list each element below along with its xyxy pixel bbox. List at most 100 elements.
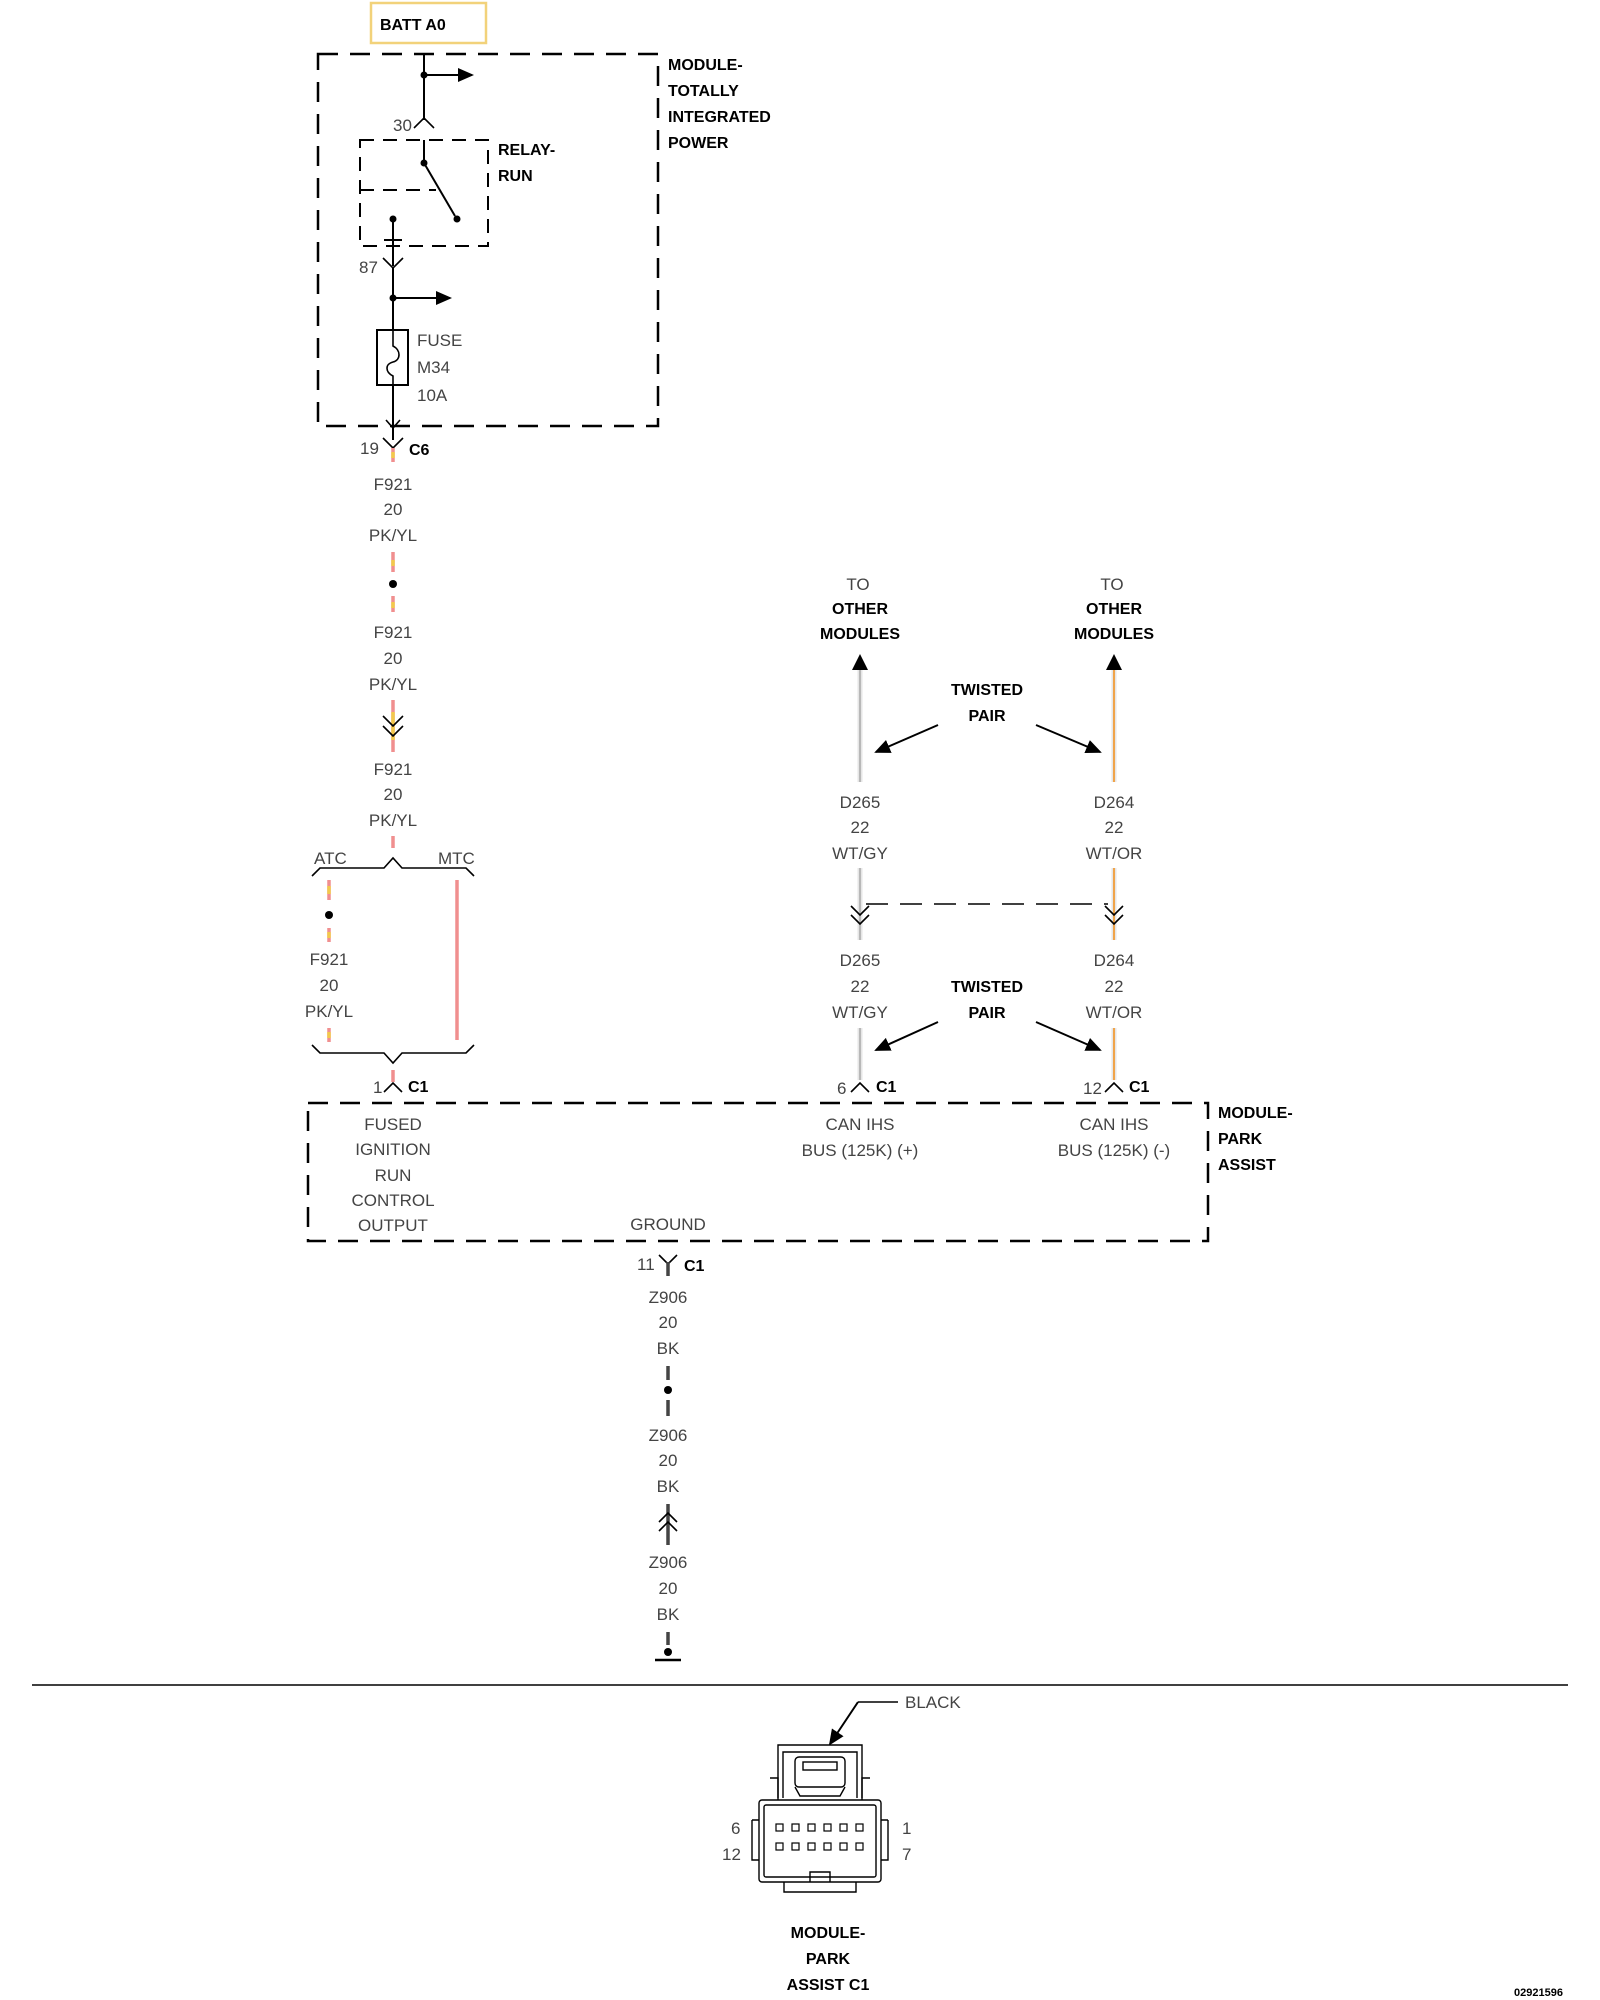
connector-c1-face-view: [751, 1744, 889, 1893]
wire-f921-atc-label: F921 20 PK/YL: [305, 950, 353, 1021]
svg-text:F921: F921: [310, 950, 349, 969]
connector-pin-1-label: 1: [902, 1819, 911, 1838]
wire-d265-label-bottom: D265 22 WT/GY: [832, 951, 888, 1022]
connector-color-label: BLACK: [905, 1693, 961, 1712]
svg-text:RUN: RUN: [375, 1166, 412, 1185]
svg-text:PAIR: PAIR: [968, 708, 1005, 725]
svg-text:22: 22: [1105, 818, 1124, 837]
svg-text:MODULES: MODULES: [820, 626, 900, 643]
wire-z906-segment-1: [664, 1366, 672, 1416]
wire-f921-atc: [325, 880, 333, 1042]
svg-text:ASSIST: ASSIST: [1218, 1157, 1276, 1174]
arrow-up-left: [852, 654, 868, 670]
svg-text:BK: BK: [657, 1339, 680, 1358]
figure-id: 02921596: [1514, 1987, 1563, 1999]
twisted-pointer-bottom-left: [874, 1021, 939, 1051]
c1-pin-6-terminal: [850, 1081, 870, 1093]
twisted-pointer-bottom-right: [1035, 1021, 1102, 1051]
svg-text:Z906: Z906: [649, 1553, 688, 1572]
svg-text:INTEGRATED: INTEGRATED: [668, 109, 771, 126]
batt-a0-label: BATT A0: [380, 17, 446, 34]
wire-f921-inline-connector: [382, 700, 404, 752]
connector-color-arrow: [828, 1701, 859, 1746]
to-other-modules-left: TO OTHER MODULES: [820, 575, 900, 643]
atc-label: ATC: [314, 849, 347, 868]
svg-text:CAN IHS: CAN IHS: [1080, 1115, 1149, 1134]
svg-text:OUTPUT: OUTPUT: [358, 1216, 428, 1235]
svg-text:CONTROL: CONTROL: [351, 1191, 434, 1210]
svg-text:POWER: POWER: [668, 135, 729, 152]
svg-text:ASSIST C1: ASSIST C1: [787, 1977, 870, 1994]
c1-pin-1-terminal: [383, 1081, 403, 1093]
svg-text:BK: BK: [657, 1477, 680, 1496]
svg-text:BUS (125K) (+): BUS (125K) (+): [802, 1141, 919, 1160]
svg-text:TWISTED: TWISTED: [951, 682, 1023, 699]
svg-text:MODULE-: MODULE-: [791, 1925, 866, 1942]
svg-text:IGNITION: IGNITION: [355, 1140, 431, 1159]
fuse-output-arrow: [385, 419, 401, 430]
svg-text:PK/YL: PK/YL: [369, 675, 417, 694]
svg-text:20: 20: [659, 1579, 678, 1598]
pin-30-label: 30: [393, 116, 412, 135]
svg-text:OTHER: OTHER: [832, 601, 888, 618]
svg-text:TWISTED: TWISTED: [951, 979, 1023, 996]
connector-pin-7-label: 7: [902, 1845, 911, 1864]
svg-text:D264: D264: [1094, 951, 1135, 970]
svg-text:TO: TO: [1100, 575, 1123, 594]
c1-pin-12-label: 12: [1083, 1079, 1102, 1098]
svg-text:PK/YL: PK/YL: [369, 526, 417, 545]
svg-text:20: 20: [384, 500, 403, 519]
splice-dot-f921: [389, 580, 397, 588]
svg-text:10A: 10A: [417, 386, 448, 405]
wire-z906-label-1: Z906 20 BK: [649, 1288, 688, 1358]
arrow-up-right: [1106, 654, 1122, 670]
svg-text:22: 22: [851, 818, 870, 837]
twisted-pair-label-top: TWISTED PAIR: [951, 682, 1023, 725]
svg-text:PARK: PARK: [806, 1951, 851, 1968]
c6-connector-label: C6: [409, 442, 430, 459]
svg-text:D265: D265: [840, 793, 881, 812]
svg-text:20: 20: [384, 785, 403, 804]
svg-text:WT/GY: WT/GY: [832, 1003, 888, 1022]
park-assist-module-boundary: [306, 1101, 1210, 1243]
ground-label: GROUND: [630, 1215, 706, 1234]
c1-pin-1-label: 1: [373, 1078, 382, 1097]
c1-connector-label-ground: C1: [684, 1258, 705, 1275]
svg-text:WT/OR: WT/OR: [1086, 844, 1143, 863]
svg-text:WT/OR: WT/OR: [1086, 1003, 1143, 1022]
tip-module-label: MODULE- TOTALLY INTEGRATED POWER: [668, 57, 771, 152]
svg-text:CAN IHS: CAN IHS: [826, 1115, 895, 1134]
can-minus-label: CAN IHS BUS (125K) (-): [1058, 1115, 1170, 1160]
svg-text:F921: F921: [374, 760, 413, 779]
c1-connector-label-can-plus: C1: [876, 1079, 897, 1096]
c1-pin-12-terminal: [1104, 1081, 1124, 1093]
svg-text:OTHER: OTHER: [1086, 601, 1142, 618]
tip-module-boundary: [316, 52, 660, 428]
svg-text:MODULES: MODULES: [1074, 626, 1154, 643]
mtc-label: MTC: [438, 849, 475, 868]
svg-text:WT/GY: WT/GY: [832, 844, 888, 863]
connector-pin-cavities: [775, 1823, 864, 1851]
svg-text:RUN: RUN: [498, 168, 533, 185]
wire-d264-label-top: D264 22 WT/OR: [1086, 793, 1143, 863]
c1-pin-11-label: 11: [637, 1255, 655, 1274]
c1-connector-label-left: C1: [408, 1079, 429, 1096]
relay-run-box: [359, 139, 489, 247]
svg-text:20: 20: [320, 976, 339, 995]
svg-text:Z906: Z906: [649, 1426, 688, 1445]
wire-d264-label-bottom: D264 22 WT/OR: [1086, 951, 1143, 1022]
svg-text:FUSED: FUSED: [364, 1115, 422, 1134]
connector-pin-6-label: 6: [731, 1819, 740, 1838]
svg-text:F921: F921: [374, 623, 413, 642]
svg-text:BK: BK: [657, 1605, 680, 1624]
svg-text:22: 22: [851, 977, 870, 996]
svg-text:MODULE-: MODULE-: [668, 57, 743, 74]
svg-text:PARK: PARK: [1218, 1131, 1263, 1148]
svg-text:PK/YL: PK/YL: [305, 1002, 353, 1021]
ground-symbol: [655, 1632, 681, 1662]
svg-text:PAIR: PAIR: [968, 1005, 1005, 1022]
option-brace-top: [311, 856, 475, 877]
svg-text:PK/YL: PK/YL: [369, 811, 417, 830]
svg-text:TO: TO: [846, 575, 869, 594]
